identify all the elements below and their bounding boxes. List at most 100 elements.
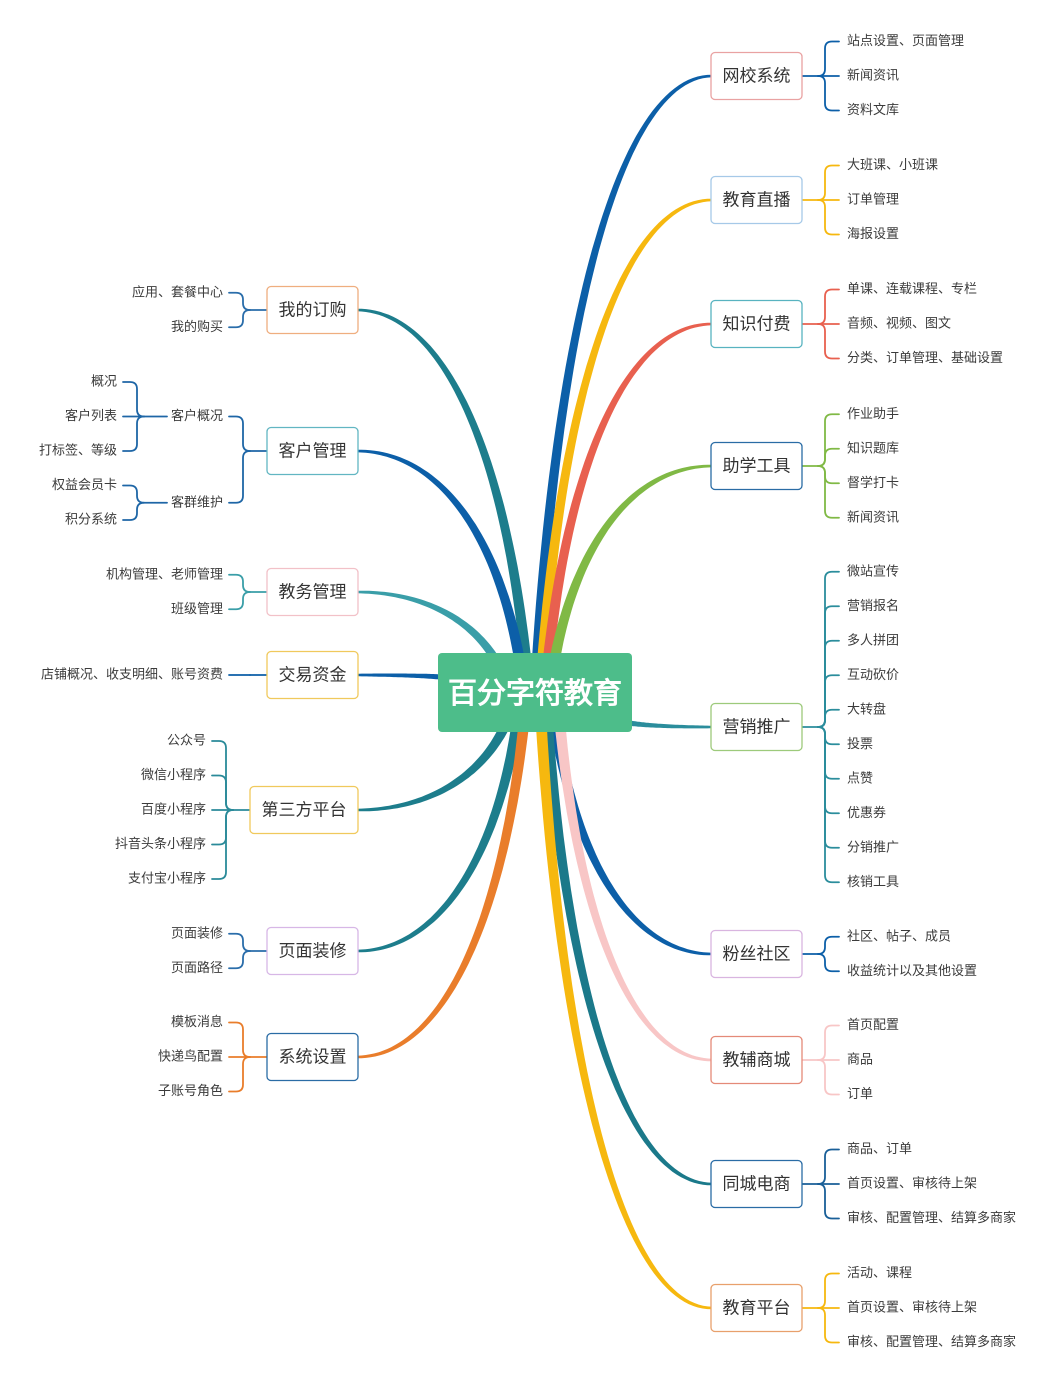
leaf-label: 模板消息 [171, 1014, 223, 1030]
branch-label: 系统设置 [279, 1048, 347, 1068]
connector-right-6 [552, 701, 712, 1062]
leaf-label: 页面装修 [171, 926, 223, 941]
branch-label: 页面装修 [279, 942, 347, 962]
bracket-right-6 [801, 1024, 840, 1096]
leaf-label: 商品、订单 [847, 1142, 912, 1157]
connector-left-2 [357, 590, 513, 690]
branch-box [266, 1032, 359, 1082]
leaf-label: 作业助手 [847, 407, 899, 422]
bracket-arm [817, 1183, 840, 1220]
bracket-arm [817, 639, 840, 728]
bracket-left-6 [228, 1021, 268, 1093]
leaf-label: 社区、帖子、成员 [847, 928, 951, 944]
branch-label: 教育直播 [723, 191, 791, 211]
bracket-right-3 [801, 413, 840, 519]
bracket-right-5 [801, 935, 840, 973]
leaf-label: 公众号 [167, 734, 206, 749]
bracket-arm [228, 415, 251, 452]
bracket-arm [211, 774, 234, 811]
bracket-arm [817, 40, 840, 77]
leaf-label: 站点设置、页面管理 [847, 34, 964, 49]
bracket-arm [817, 1272, 840, 1309]
branch-label: 助学工具 [723, 457, 791, 477]
connector-right-5 [546, 701, 712, 956]
branch-box [266, 650, 359, 700]
leaf-label: 积分系统 [65, 513, 117, 528]
connector-left-3 [357, 673, 451, 681]
branch-label: 交易资金 [279, 666, 347, 686]
branch-box [710, 929, 803, 979]
leaf-label: 抖音头条小程序 [115, 836, 206, 852]
bracket-arm [228, 1021, 251, 1058]
bracket-arm [817, 447, 840, 467]
leaf-label: 应用、套餐中心 [132, 284, 223, 300]
bracket-right-8 [801, 1272, 840, 1344]
branch-box [710, 702, 803, 752]
bracket-arm [817, 570, 840, 728]
bracket-arm [228, 291, 251, 311]
connector-layer [357, 74, 712, 1310]
leaf-label: 活动、课程 [847, 1266, 912, 1281]
sub-branch-label: 客户概况 [171, 408, 223, 424]
connector-right-0 [530, 74, 712, 683]
branch-box [710, 1035, 803, 1085]
connector-right-7 [540, 701, 712, 1186]
root-label: 百分字符教育 [448, 676, 622, 710]
leaf-label: 督学打卡 [847, 475, 899, 491]
root-node: 百分字符教育 [438, 653, 632, 732]
branch-box [266, 426, 359, 476]
leaf-label: 分销推广 [847, 840, 899, 855]
connector-right-8 [534, 701, 712, 1310]
connector-right-4 [619, 718, 712, 729]
leaf-label: 微信小程序 [141, 768, 206, 783]
bracket-arm [817, 323, 840, 360]
bracket-arm [817, 1059, 840, 1096]
branch-box [249, 785, 359, 835]
branch-box [710, 1283, 803, 1333]
leaf-label: 审核、配置管理、结算多商家 [847, 1334, 1016, 1350]
connector-right-1 [535, 198, 712, 683]
leaf-label: 快递鸟配置 [158, 1049, 223, 1065]
bracket-left-1 [228, 415, 268, 504]
leaf-label: 班级管理 [171, 602, 223, 617]
leaf-label: 新闻资讯 [847, 509, 899, 525]
leaf-label: 首页设置、审核待上架 [847, 1177, 977, 1192]
bracket-arm [228, 950, 251, 970]
bracket-arm [122, 484, 145, 504]
bracket-arm [817, 164, 840, 201]
connector-left-6 [357, 701, 532, 1059]
bracket-arm [122, 415, 145, 452]
branch-box [710, 51, 803, 101]
branch-label: 第三方平台 [262, 801, 347, 821]
leaf-label: 音频、视频、图文 [847, 316, 951, 332]
bracket-arm [817, 708, 840, 728]
branch-label: 教辅商城 [723, 1051, 791, 1071]
leaf-label: 打标签、等级 [39, 443, 117, 459]
connector-right-3 [545, 464, 712, 683]
bracket-arm [817, 1307, 840, 1344]
branch-box [266, 567, 359, 617]
branch-box [710, 441, 803, 491]
bracket-right-1 [801, 164, 840, 236]
branch-box [266, 926, 359, 976]
leaf-label: 首页配置 [847, 1018, 899, 1033]
leaf-label: 订单管理 [847, 193, 899, 208]
leaf-label: 点赞 [847, 771, 873, 786]
leaf-label: 百度小程序 [141, 802, 206, 818]
bracket-right-0 [801, 40, 840, 112]
bracket-arm [228, 932, 251, 952]
bracket-arm [228, 450, 251, 504]
leaf-label: 优惠券 [847, 805, 886, 821]
bracket-arm [228, 573, 251, 593]
bracket-arm [817, 1024, 840, 1061]
leaf-label: 大班课、小班课 [847, 158, 938, 173]
bracket-arm [817, 1148, 840, 1185]
leaf-label: 权益会员卡 [52, 477, 117, 493]
bracket-arm [817, 935, 840, 955]
